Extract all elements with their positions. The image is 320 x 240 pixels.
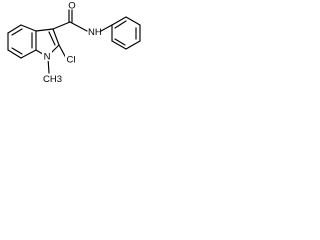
chlorine-atom-label: Cl: [67, 55, 76, 66]
amide-nitrogen-label: N: [88, 27, 95, 38]
phenyl-inner-bond-a: [114, 20, 127, 29]
oxygen-atom-label: O: [68, 1, 75, 12]
amide-nh-label: NH: [88, 27, 102, 38]
bond-c7-c7a: [20, 49, 37, 59]
atom-labels: O NH Cl N CH3: [42, 1, 102, 85]
indole-nitrogen-label: N: [44, 52, 51, 63]
indole-benzene-ring: [7, 24, 37, 59]
bond-c3a-c3: [35, 28, 54, 32]
bond-c2-chlorine: [58, 44, 67, 59]
bond-c3-c2-double: [48, 31, 56, 46]
n-methyl-text: CH3: [43, 74, 62, 85]
phenyl-bond-2: [125, 16, 141, 26]
indole-n-label-background: [42, 51, 52, 61]
amide-hydrogen-label: H: [95, 27, 102, 38]
bond-c6-c7: [7, 49, 22, 59]
bond-c3a-c4: [20, 24, 37, 32]
chlorine-label-background: [65, 55, 77, 65]
aromatic-inner-c4-c5: [11, 28, 23, 36]
n-methyl-label: CH3: [43, 74, 62, 85]
phenyl-bond-4: [125, 40, 141, 50]
chemical-structure: O NH Cl N CH3: [7, 1, 141, 85]
bond-c3-carbonyl-carbon: [52, 21, 71, 30]
bond-c4-c5: [7, 24, 22, 34]
phenyl-inner-bond-c: [114, 38, 126, 46]
bond-c3-c2: [52, 28, 60, 46]
bond-amide-n-phenyl: [100, 24, 113, 32]
carboxamide-group: [52, 9, 88, 32]
amide-n-label-background: [88, 27, 101, 38]
phenyl-ring: [100, 16, 141, 50]
bond-carbonyl-carbon-amide-n: [69, 21, 88, 32]
phenyl-bond-1: [111, 16, 127, 26]
aromatic-inner-c6-c7: [11, 47, 23, 55]
phenyl-bond-5: [111, 40, 127, 50]
